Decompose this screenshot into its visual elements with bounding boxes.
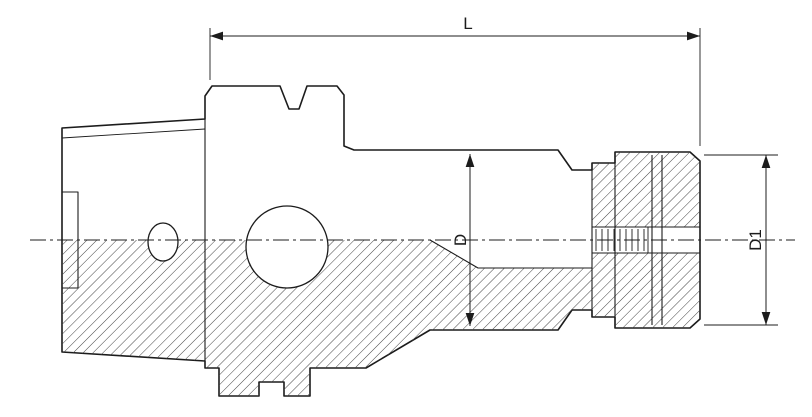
hatch-nut-top-section bbox=[592, 152, 700, 227]
ball-groove-circle bbox=[245, 205, 329, 289]
dimension-label-D1: D1 bbox=[746, 229, 765, 251]
dimension-label-D: D bbox=[451, 234, 470, 246]
section-hatching bbox=[62, 152, 700, 396]
dimension-length: L bbox=[209, 14, 701, 146]
bore-line bbox=[429, 239, 592, 269]
dimension-diameter-d1: D1 bbox=[704, 154, 778, 326]
shank-taper-line bbox=[61, 128, 206, 139]
hatch-shank-section bbox=[62, 240, 205, 361]
drive-hole bbox=[147, 222, 179, 262]
dimension-diameter-d: D bbox=[451, 154, 475, 326]
dimension-label-L: L bbox=[463, 14, 472, 33]
hatch-nut-bottom-section bbox=[592, 253, 700, 328]
